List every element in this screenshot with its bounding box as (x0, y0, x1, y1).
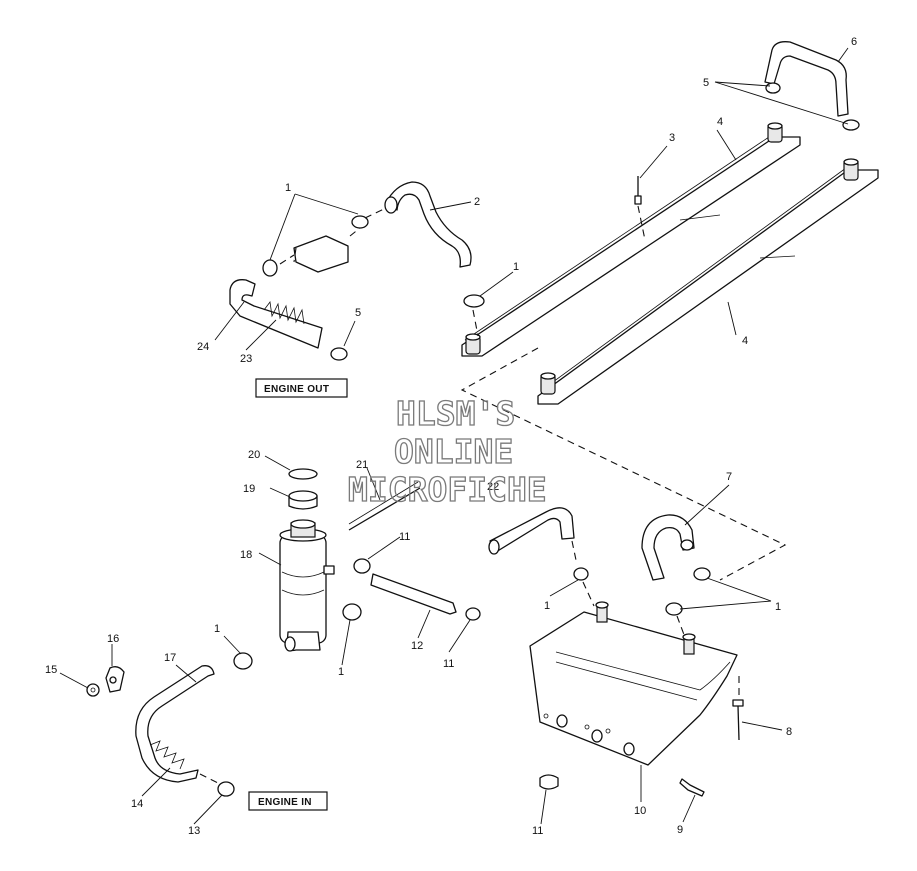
heat-exchanger-rail-upper (461, 122, 801, 357)
cap (288, 490, 318, 510)
curved-hose (641, 514, 695, 581)
callout-numbers: 1 2 1 3 4 5 6 4 24 23 5 20 21 19 22 7 11… (45, 36, 857, 837)
tube (348, 487, 421, 531)
callout-8: 8 (786, 726, 792, 738)
callout-4: 4 (742, 335, 748, 347)
heat-exchanger-rail-lower (537, 158, 879, 405)
watermark-line-3: MICROFICHE (348, 470, 547, 509)
hose-clamp (262, 259, 278, 277)
hose-clamp (842, 119, 860, 131)
callout-11: 11 (532, 825, 543, 837)
callout-13: 13 (188, 825, 200, 837)
fitting (293, 235, 349, 273)
elbow-hose (229, 279, 323, 349)
callout-1: 1 (775, 601, 781, 613)
callout-5: 5 (355, 307, 361, 319)
callout-11: 11 (443, 658, 454, 670)
hose-clamp (765, 82, 781, 94)
engine-in-label: ENGINE IN (248, 791, 328, 811)
heat-exchanger (529, 601, 738, 766)
screw (679, 778, 705, 797)
washer (86, 683, 100, 697)
return-hose (489, 507, 575, 553)
callout-10: 10 (634, 805, 646, 817)
callout-16: 16 (107, 633, 119, 645)
callout-1: 1 (544, 600, 550, 612)
hose-spring (149, 740, 185, 770)
callout-6: 6 (851, 36, 857, 48)
callout-15: 15 (45, 664, 57, 676)
engine-out-label: ENGINE OUT (255, 378, 348, 398)
callout-5: 5 (703, 77, 709, 89)
callout-1: 1 (285, 182, 291, 194)
callout-7: 7 (726, 471, 732, 483)
hose-clamp (463, 294, 485, 308)
hose-clamp (217, 781, 235, 797)
mount-bracket (105, 666, 125, 693)
callout-19: 19 (243, 483, 255, 495)
callout-1: 1 (214, 623, 220, 635)
coolant-reservoir (279, 519, 335, 652)
engine-in-text: ENGINE IN (258, 797, 312, 808)
callout-17: 17 (164, 652, 176, 664)
callout-3: 3 (669, 132, 675, 144)
callout-14: 14 (131, 798, 143, 810)
hose-clamp (342, 603, 362, 621)
bolt (634, 176, 642, 205)
callout-18: 18 (240, 549, 252, 561)
callout-23: 23 (240, 353, 252, 365)
o-ring (288, 468, 318, 480)
callout-22: 22 (487, 481, 499, 493)
hose-clamp (573, 567, 589, 581)
callout-1: 1 (338, 666, 344, 678)
outlet-hose (385, 181, 472, 268)
watermark: HLSM'S ONLINE MICROFICHE (347, 393, 547, 509)
leader-lines (59, 47, 849, 825)
hose-clamp (465, 607, 481, 621)
bypass-hose (370, 573, 457, 615)
mounting-bolt (732, 699, 744, 741)
callout-9: 9 (677, 824, 683, 836)
hose-clamp (693, 567, 711, 581)
hose-clamp (330, 347, 348, 361)
callout-2: 2 (474, 196, 480, 208)
hose-clamp (233, 652, 253, 670)
hose-clamp (539, 774, 559, 790)
callout-20: 20 (248, 449, 260, 461)
watermark-line-2: ONLINE (394, 432, 513, 471)
callout-24: 24 (197, 341, 209, 353)
watermark-line-1: HLSM'S (396, 394, 515, 433)
crossover-hose (764, 41, 849, 117)
inlet-hose (135, 665, 215, 783)
hose-clamp (665, 602, 683, 616)
engine-out-text: ENGINE OUT (264, 384, 329, 395)
hose-spring (263, 300, 305, 325)
callout-4: 4 (717, 116, 723, 128)
callout-21: 21 (356, 459, 368, 471)
callout-1: 1 (513, 261, 519, 273)
hose-clamp (353, 558, 371, 574)
callout-12: 12 (411, 640, 423, 652)
callout-11: 11 (399, 531, 410, 543)
